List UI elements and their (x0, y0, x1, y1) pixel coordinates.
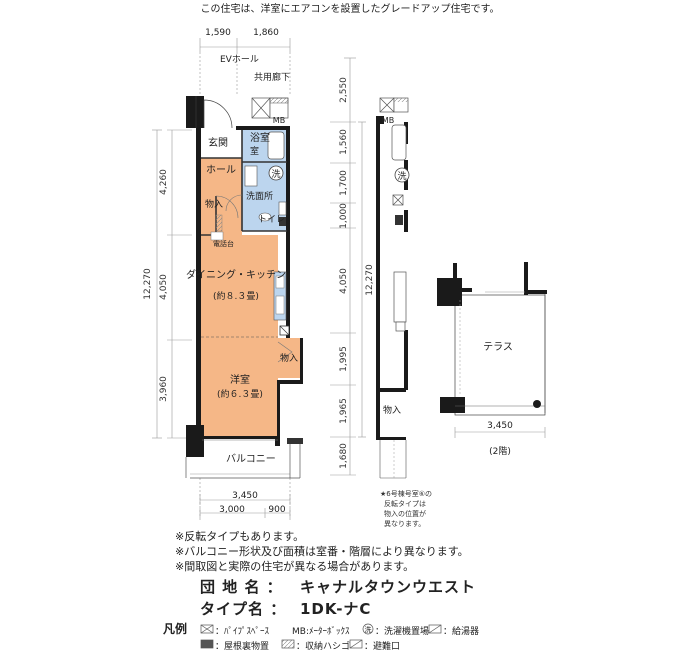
entrance-label: 玄関 (208, 136, 228, 149)
dim-bottom-part-1: 3,000 (219, 505, 245, 515)
dining-kitchen-floor (200, 235, 278, 338)
side-note-line-4: 異なります。 (384, 520, 425, 528)
dim-top-left: 1,590 (205, 28, 231, 38)
dimension-lines (152, 38, 546, 520)
dim-right-8: 1,680 (339, 443, 349, 469)
closet-floor (278, 338, 301, 378)
dining-size-label: (約８.３畳) (213, 290, 259, 302)
complex-name-value: キャナルタウンウエスト (300, 578, 477, 596)
closet-label: 物入 (280, 352, 298, 364)
legend-title: 凡例 (163, 622, 188, 636)
western-room-label: 洋室 (230, 373, 250, 386)
dim-left-total: 12,270 (143, 268, 153, 300)
svg-text:洗: 洗 (365, 625, 372, 634)
bath-label: 浴室 (250, 131, 270, 144)
phone-label: 電話台 (213, 239, 234, 248)
note-2: ※バルコニー形状及び面積は室番・階層により異なります。 (175, 545, 469, 558)
dim-right-3: 1,700 (339, 170, 349, 196)
variant-plan (376, 97, 410, 479)
dim-right-6: 1,995 (339, 346, 349, 372)
side-note-line-2: 反転タイプは (384, 499, 426, 508)
side-note-line-3: 物入の位置が (384, 509, 426, 518)
toilet-label: トイレ (258, 215, 285, 225)
dim-right-7: 1,965 (339, 398, 349, 424)
dim-left-1: 4,260 (159, 169, 169, 195)
header-note: この住宅は、洋室にエアコンを設置したグレードアップ住宅です。 (200, 4, 500, 15)
legend-water-heater: ：給湯器 (443, 627, 480, 637)
storage-label: 物入 (205, 198, 223, 210)
legend-escape-hatch: ：避難口 (364, 642, 401, 652)
dim-right-2: 1,560 (339, 129, 349, 155)
dim-top-right: 1,860 (253, 28, 279, 38)
note-3: ※間取図と実際の住宅が異なる場合があります。 (175, 560, 415, 573)
washroom-label: 洗面所 (246, 190, 273, 202)
hall-label: ホール (206, 164, 236, 176)
terrace-label: テラス (483, 341, 513, 353)
terrace-plan (437, 262, 547, 416)
washer-label: 洗 (271, 168, 280, 180)
mb-label: MB (273, 116, 285, 125)
note-1: ※反転タイプもあります。 (175, 530, 305, 543)
dim-bottom-total: 3,450 (232, 491, 258, 501)
bath-label-2: 室 (250, 145, 259, 157)
western-size-label: (約６.３畳) (217, 388, 263, 400)
western-room-floor (200, 338, 278, 438)
ev-hall-label: EVホール (220, 54, 259, 65)
legend-pipe-space: ：ﾊﾟｲﾌﾟｽﾍﾟｰｽ (215, 627, 270, 637)
dim-left-2: 4,050 (159, 274, 169, 300)
variant-washer-label: 洗 (397, 170, 406, 182)
side-note-line-1: ★6号棟号室⑥の (380, 489, 432, 498)
dim-left-3: 3,960 (159, 376, 169, 402)
dim-right-5: 4,050 (339, 268, 349, 294)
dim-right-1: 2,550 (339, 77, 349, 103)
legend-washer-area: ：洗濯機置場 (375, 627, 430, 637)
variant-mb-label: MB (382, 116, 394, 125)
legend-meter-box: MB:ﾒｰﾀｰﾎﾞｯｸｽ (292, 627, 350, 637)
corridor-label: 共用廊下 (254, 71, 290, 83)
legend-symbols (200, 623, 442, 649)
complex-name-label: 団 地 名 ： (200, 578, 283, 596)
second-floor-label: (2階) (489, 446, 511, 457)
dim-right-total: 12,270 (365, 264, 375, 296)
dim-terrace: 3,450 (487, 421, 513, 431)
balcony-label: バルコニー (226, 453, 276, 465)
main-plan (185, 96, 303, 479)
legend-ladder: ：収納ハシゴ (296, 642, 351, 652)
dining-label: ダイニング・キッチン (186, 268, 286, 281)
variant-storage-label: 物入 (383, 404, 401, 416)
dim-bottom-part-2: 900 (268, 505, 285, 515)
type-name-value: 1DK-ナC (300, 600, 372, 618)
dim-right-4: 1,000 (339, 203, 349, 229)
legend-attic-storage: ：屋根裏物置 (215, 642, 270, 652)
type-name-label: タイプ名 ： (200, 600, 287, 618)
